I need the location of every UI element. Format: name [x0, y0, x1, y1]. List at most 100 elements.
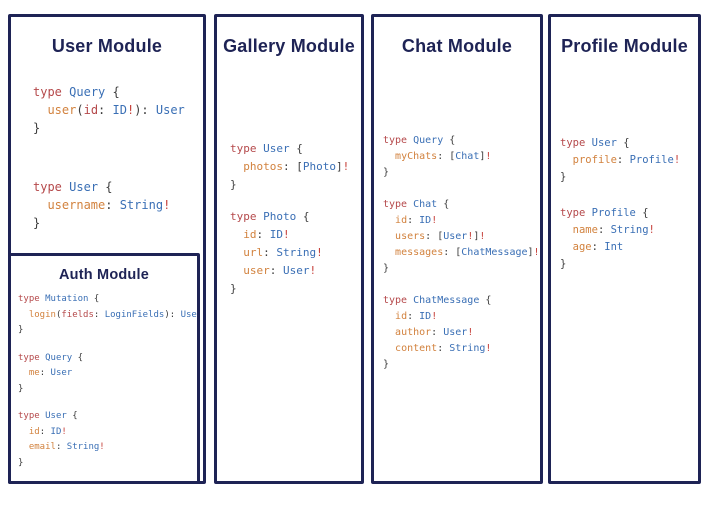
code-line: type Profile { [560, 205, 698, 222]
code-token: user [47, 103, 77, 117]
code-token: User [263, 142, 290, 155]
code-token [383, 247, 395, 258]
code-token: id [243, 228, 257, 241]
code-token: type [18, 352, 40, 363]
code-token: ! [61, 426, 67, 437]
panel-gallery-module: Gallery Module type User { photos: [Phot… [214, 14, 364, 484]
user-module-code: type Query { user(id: ID!): User}type Us… [11, 83, 203, 273]
panel-profile-module: Profile Module type User { profile: Prof… [548, 14, 701, 484]
code-token: ! [467, 231, 474, 242]
code-token: Profile [591, 207, 636, 219]
code-token: type [383, 295, 408, 306]
code-token: { [88, 294, 100, 304]
code-block: type Query { user(id: ID!): User} [33, 83, 203, 137]
code-block: type ChatMessage { id: ID! author: User!… [383, 293, 540, 373]
code-token [230, 246, 243, 259]
code-token: } [18, 383, 24, 394]
code-token [18, 427, 29, 437]
code-token: type [383, 135, 408, 146]
code-line: } [18, 323, 197, 339]
code-line: user(id: ID!): User [33, 101, 203, 119]
code-token: login [28, 309, 56, 320]
code-token: : [591, 241, 605, 253]
code-block: type User { username: String!} [33, 178, 203, 232]
code-token: } [383, 263, 390, 274]
code-token: type [33, 85, 62, 99]
code-token: ChatMessage [461, 247, 528, 258]
code-token: ): [164, 309, 181, 320]
code-token: ID [419, 215, 432, 226]
code-token: type [18, 294, 40, 304]
code-token: User [50, 368, 73, 378]
code-block: type User { photos: [Photo]!} [230, 140, 361, 194]
code-token: type [33, 180, 62, 194]
code-token: String [610, 224, 649, 236]
code-token: ( [76, 103, 84, 117]
code-token: type [560, 207, 586, 219]
code-token [383, 231, 395, 242]
code-token: type [18, 411, 40, 421]
code-token: User [443, 327, 468, 338]
code-token [560, 224, 573, 236]
code-line: type User { [230, 140, 361, 158]
code-token: String [66, 442, 100, 452]
code-line: } [33, 119, 203, 137]
code-line: type Query { [383, 133, 540, 149]
code-line: } [33, 214, 203, 232]
code-token: ] [336, 160, 343, 173]
panel-auth-module: Auth Module type Mutation { login(fields… [8, 253, 200, 484]
code-token: User [283, 264, 310, 277]
code-token: id [83, 103, 99, 117]
code-token: author [395, 327, 432, 338]
code-token: User [155, 103, 185, 117]
code-token: } [560, 171, 567, 183]
code-token: Photo [263, 210, 297, 223]
code-line: } [230, 176, 361, 194]
code-token: id [28, 426, 40, 437]
code-token: Query [413, 135, 444, 146]
code-line: type Mutation { [18, 292, 197, 308]
code-line: } [18, 382, 197, 398]
code-token: User [443, 231, 468, 242]
code-token: id [395, 215, 408, 226]
code-token: String [119, 198, 164, 212]
code-token: type [383, 199, 408, 210]
code-block: type Query { me: User} [18, 351, 197, 398]
code-token: : [431, 327, 444, 338]
code-line: username: String! [33, 196, 203, 214]
code-token [18, 368, 29, 378]
code-token: ID [112, 103, 127, 117]
code-line: } [383, 357, 540, 373]
code-line: type Query { [18, 351, 197, 367]
code-line: } [230, 280, 361, 298]
code-token: ] [473, 231, 480, 242]
code-token: : [93, 309, 105, 320]
code-line: messages: [ChatMessage]! [383, 245, 540, 261]
code-token: ! [126, 103, 135, 117]
code-token: { [479, 295, 492, 306]
code-token: myChats [395, 151, 438, 162]
code-token: } [18, 325, 24, 335]
code-line: type User { [18, 409, 197, 425]
code-token [230, 228, 243, 241]
code-token: ! [316, 246, 323, 259]
code-token: content [395, 343, 438, 354]
code-token: ! [533, 247, 540, 258]
code-token: User [591, 137, 617, 149]
code-block: type Query { myChats: [Chat]!} [383, 133, 540, 181]
code-line: type Query { [33, 83, 203, 101]
code-token: type [230, 210, 257, 223]
code-token: { [289, 142, 303, 155]
code-token: ID [269, 228, 283, 241]
code-line: age: Int [560, 239, 698, 256]
code-token: } [18, 457, 24, 468]
code-line: author: User! [383, 325, 540, 341]
code-token [18, 442, 29, 452]
code-line: } [18, 456, 197, 472]
code-token: { [66, 411, 78, 421]
code-token: age [572, 241, 592, 253]
code-token [383, 327, 395, 338]
code-token: { [437, 199, 450, 210]
code-line: type User { [560, 135, 698, 152]
